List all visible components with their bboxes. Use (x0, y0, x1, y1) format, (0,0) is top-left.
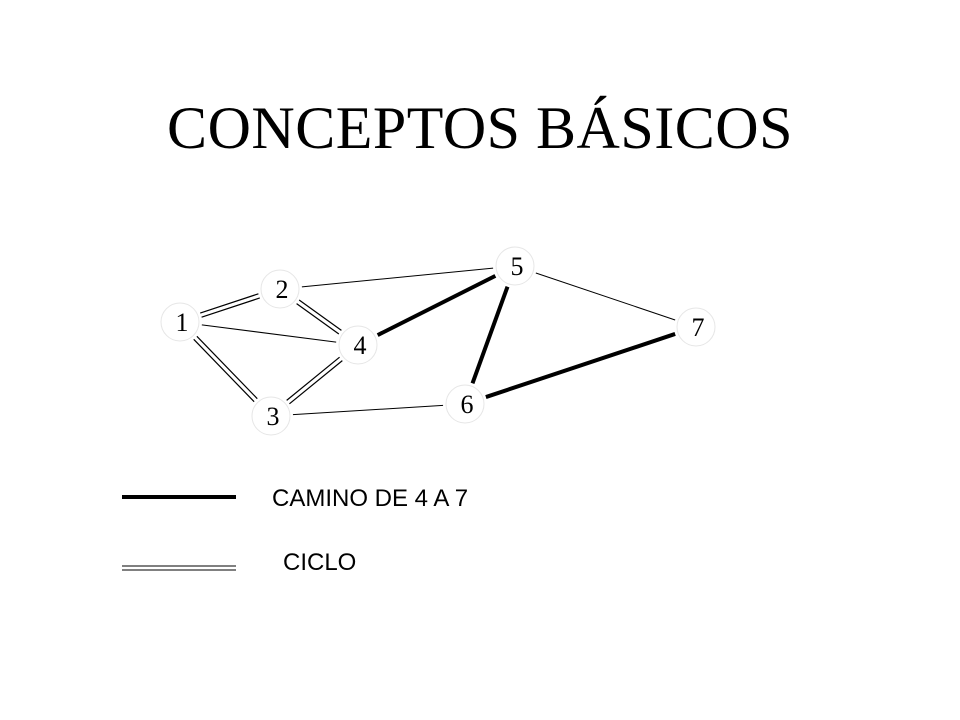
node-3: 3 (251, 396, 291, 436)
legend-path-label: CAMINO DE 4 A 7 (272, 485, 468, 512)
edge-2-4 (296, 299, 342, 335)
node-label-3: 3 (267, 402, 280, 431)
edge-3-6 (292, 404, 444, 416)
node-2: 2 (260, 269, 300, 309)
legend-cycle-label: CICLO (283, 549, 356, 576)
edge-4-5 (376, 274, 497, 337)
node-5: 5 (495, 246, 535, 286)
node-label-7: 7 (692, 313, 705, 342)
node-7: 7 (676, 307, 716, 347)
edge-3-1 (193, 335, 258, 403)
node-label-6: 6 (461, 390, 474, 419)
nodes-layer: 1 2 3 4 5 6 7 (160, 246, 716, 436)
edge-5-6 (470, 286, 510, 384)
edge-1-4 (201, 324, 337, 343)
node-6: 6 (445, 384, 485, 424)
node-1: 1 (160, 302, 200, 342)
node-4: 4 (338, 325, 378, 365)
edge-6-7 (485, 332, 676, 399)
legend-cycle-line (122, 565, 236, 571)
node-label-5: 5 (511, 252, 524, 281)
node-label-2: 2 (276, 275, 289, 304)
node-label-1: 1 (176, 308, 189, 337)
page-title: CONCEPTOS BÁSICOS (167, 95, 793, 161)
edge-5-7 (535, 272, 676, 321)
legend: CAMINO DE 4 A 7 CICLO (122, 485, 468, 576)
edge-4-3 (286, 356, 343, 405)
edge-2-5 (301, 267, 494, 288)
edge-1-2 (200, 293, 260, 318)
edges-layer (193, 267, 676, 416)
node-label-4: 4 (354, 331, 367, 360)
